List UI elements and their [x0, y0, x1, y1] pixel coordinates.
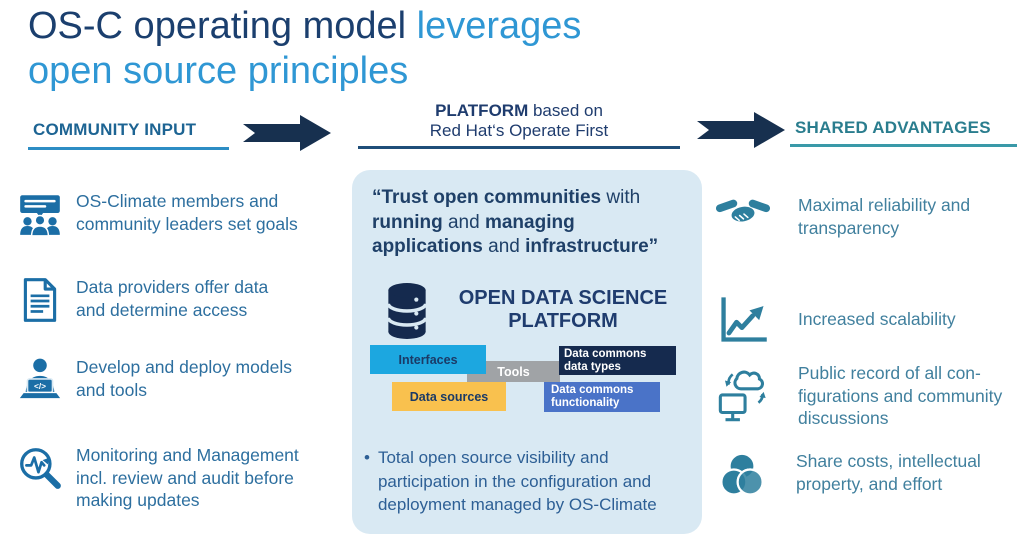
block-data-sources: Data sources — [392, 382, 506, 411]
block-data-commons-functionality: Data commons functionality — [544, 382, 660, 412]
shared-item-reliability: Maximal reliability and transparency — [716, 194, 1022, 239]
community-item-label: Data providers offer data and determine … — [76, 277, 269, 320]
community-item-data-providers: Data providers offer data and determine … — [16, 276, 336, 324]
monitoring-icon — [20, 448, 61, 489]
community-item-label: OS-Climate members and community leaders… — [76, 191, 298, 234]
bullet-point: • Total open source visibility and parti… — [364, 446, 694, 517]
community-item-label: Develop and deploy models and tools — [76, 357, 292, 400]
arrow-right-icon — [243, 115, 331, 151]
shared-item-label: Public record of all con- figurations an… — [798, 363, 1003, 428]
meeting-icon — [20, 195, 60, 237]
community-item-label: Monitoring and Management incl. review a… — [76, 445, 299, 510]
page-title-line2: open source principles — [28, 50, 409, 92]
block-interfaces: Interfaces — [370, 345, 486, 374]
handshake-icon — [716, 199, 770, 222]
shared-item-label: Share costs, intellectual property, and … — [796, 451, 981, 494]
odsp-title: OPEN DATA SCIENCE PLATFORM — [458, 287, 668, 332]
shared-advantages-header: SHARED ADVANTAGES — [790, 118, 1017, 147]
community-item-members: OS-Climate members and community leaders… — [16, 190, 336, 238]
block-tools: Tools — [467, 361, 560, 382]
arrow-right-icon — [697, 112, 785, 148]
platform-quote: “Trust open communities with running and… — [372, 187, 659, 257]
title-light-part: leverages — [416, 5, 582, 47]
shared-item-public-record: Public record of all con- figurations an… — [716, 362, 1022, 430]
developer-icon: </> — [17, 358, 63, 400]
platform-header-line2: Red Hat‘s Operate First — [429, 121, 609, 140]
bullet-text: Total open source visibility and partici… — [377, 448, 657, 514]
platform-header-line1: PLATFORM based on — [435, 101, 603, 120]
platform-header: PLATFORM based on Red Hat‘s Operate Firs… — [358, 101, 680, 149]
title-dark-part: OS-C operating model — [28, 5, 417, 47]
document-icon — [23, 278, 57, 322]
growth-chart-icon — [721, 297, 767, 342]
svg-text:</>: </> — [34, 381, 46, 391]
community-input-header: COMMUNITY INPUT — [28, 120, 229, 150]
community-item-monitoring: Monitoring and Management incl. review a… — [16, 444, 336, 512]
page-title: OS-C operating model leverages open sour… — [28, 4, 581, 94]
shared-item-share-costs: Share costs, intellectual property, and … — [716, 450, 1022, 502]
page-title-line1: OS-C operating model leverages — [28, 4, 581, 49]
database-icon — [386, 283, 428, 339]
cloud-sync-icon — [718, 370, 766, 422]
bullet-marker: • — [364, 448, 370, 467]
platform-panel: “Trust open communities with running and… — [352, 170, 702, 534]
community-item-develop-deploy: </> Develop and deploy models and tools — [16, 356, 336, 404]
shared-item-label: Maximal reliability and transparency — [798, 195, 971, 238]
shared-item-label: Increased scalability — [798, 308, 956, 329]
shared-item-scalability: Increased scalability — [716, 292, 1022, 346]
block-data-commons-data-types: Data commons data types — [559, 346, 676, 375]
venn-diagram-icon — [720, 452, 764, 496]
